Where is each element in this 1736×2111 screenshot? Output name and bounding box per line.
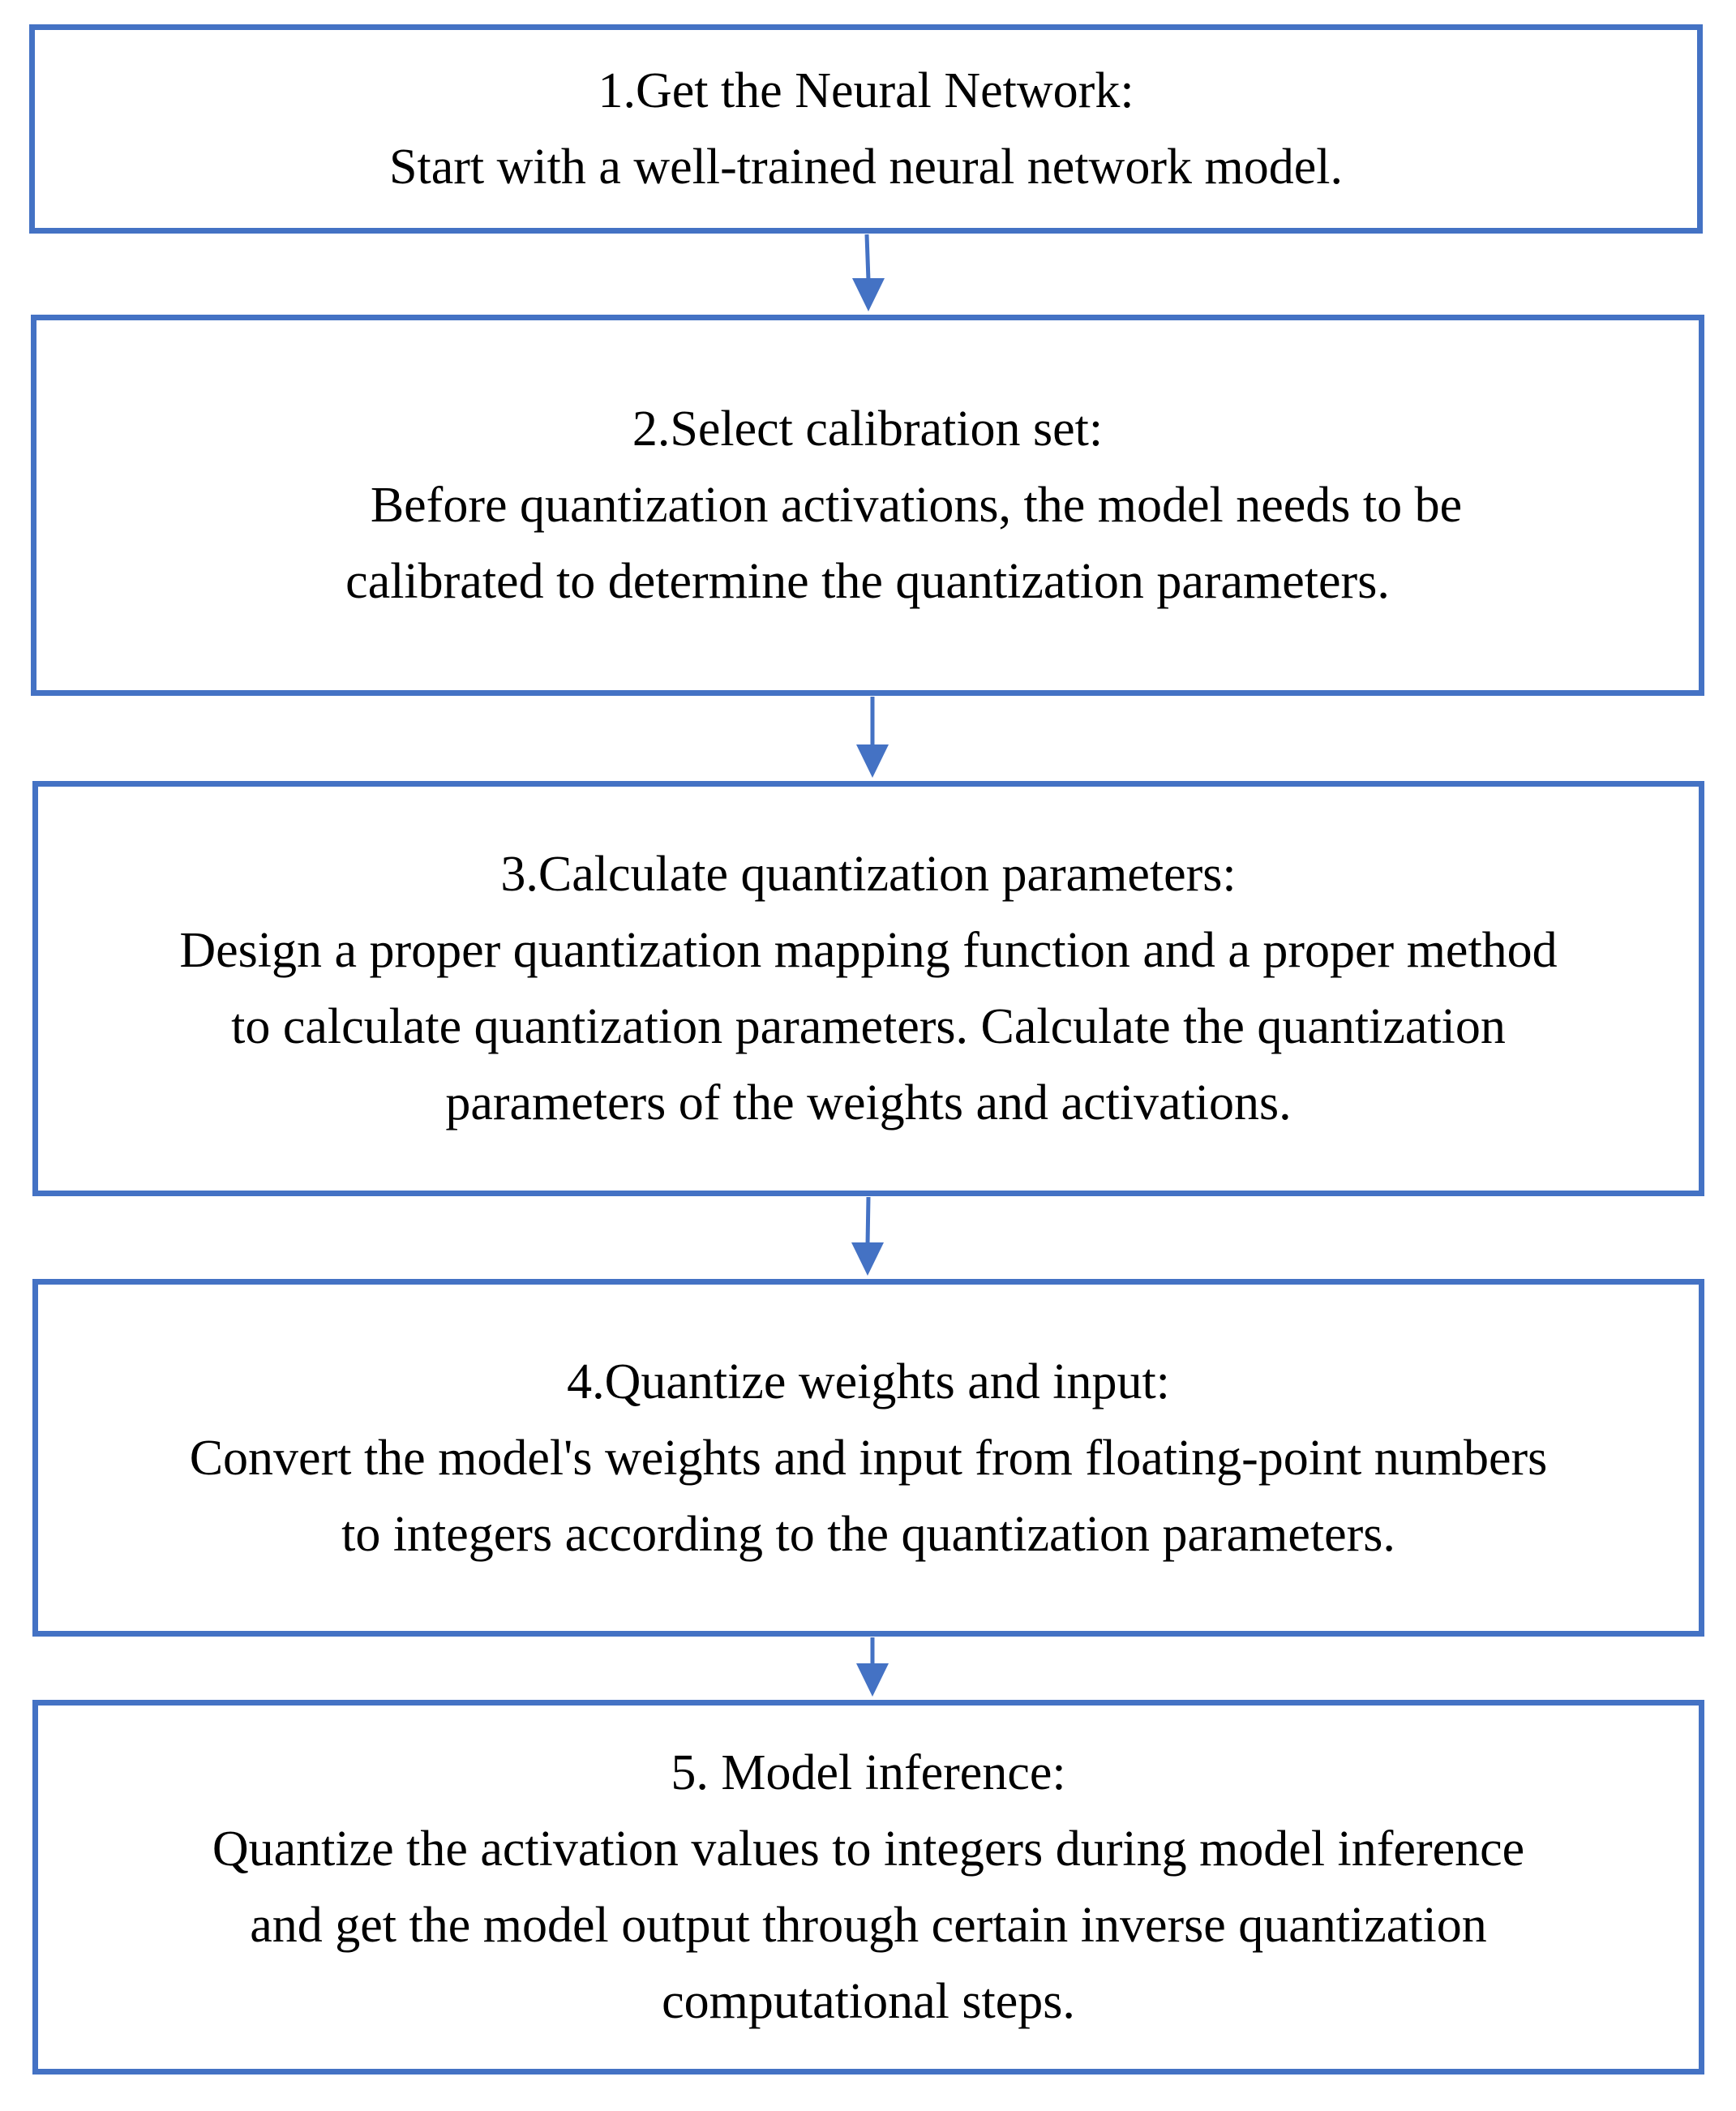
step-4-box: 4.Quantize weights and input: Convert th… bbox=[32, 1279, 1704, 1637]
step-1-body-line-1: Start with a well-trained neural network… bbox=[389, 139, 1343, 195]
step-4-body-line-2: to integers according to the quantizatio… bbox=[341, 1506, 1395, 1562]
step-3-body-line-3: parameters of the weights and activation… bbox=[445, 1075, 1292, 1131]
step-3-body-line-2: to calculate quantization parameters. Ca… bbox=[231, 999, 1506, 1054]
step-5-box: 5. Model inference: Quantize the activat… bbox=[32, 1700, 1704, 2075]
step-3-box: 3.Calculate quantization parameters: Des… bbox=[32, 781, 1704, 1196]
arrow-4-to-5 bbox=[856, 1637, 889, 1697]
step-5-body-line-1: Quantize the activation values to intege… bbox=[212, 1821, 1525, 1877]
step-2-body-line-2: calibrated to determine the quantization… bbox=[345, 554, 1390, 609]
step-1-title: 1.Get the Neural Network: bbox=[598, 63, 1134, 118]
step-5-body-line-2: and get the model output through certain… bbox=[250, 1898, 1487, 1953]
step-3-title: 3.Calculate quantization parameters: bbox=[500, 847, 1237, 902]
arrow-1-to-2 bbox=[852, 234, 885, 311]
step-3-body-line-1: Design a proper quantization mapping fun… bbox=[179, 923, 1558, 978]
step-4-title: 4.Quantize weights and input: bbox=[567, 1354, 1170, 1409]
step-2-box: 2.Select calibration set: Before quantiz… bbox=[31, 315, 1704, 696]
arrow-2-to-3 bbox=[856, 697, 889, 778]
step-2-body-line-1: Before quantization activations, the mod… bbox=[370, 478, 1463, 533]
step-4-body-line-1: Convert the model's weights and input fr… bbox=[189, 1430, 1548, 1486]
arrow-3-to-4 bbox=[851, 1196, 884, 1276]
step-2-title: 2.Select calibration set: bbox=[632, 401, 1104, 457]
step-1-box: 1.Get the Neural Network: Start with a w… bbox=[29, 24, 1703, 234]
step-5-title: 5. Model inference: bbox=[671, 1745, 1066, 1800]
step-5-body-line-3: computational steps. bbox=[662, 1974, 1075, 2029]
